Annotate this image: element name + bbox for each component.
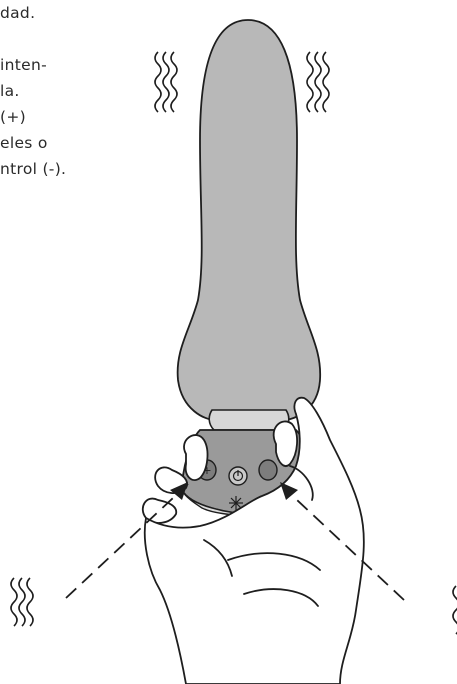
minus-button[interactable]	[259, 460, 277, 480]
vibration-lines-bottom-right	[453, 586, 457, 634]
vibration-lines-top-right	[307, 52, 329, 112]
vibration-lines-top-left	[155, 52, 177, 112]
device-body	[178, 20, 321, 420]
power-button[interactable]	[229, 467, 247, 485]
vibration-lines-bottom-left	[11, 578, 33, 626]
